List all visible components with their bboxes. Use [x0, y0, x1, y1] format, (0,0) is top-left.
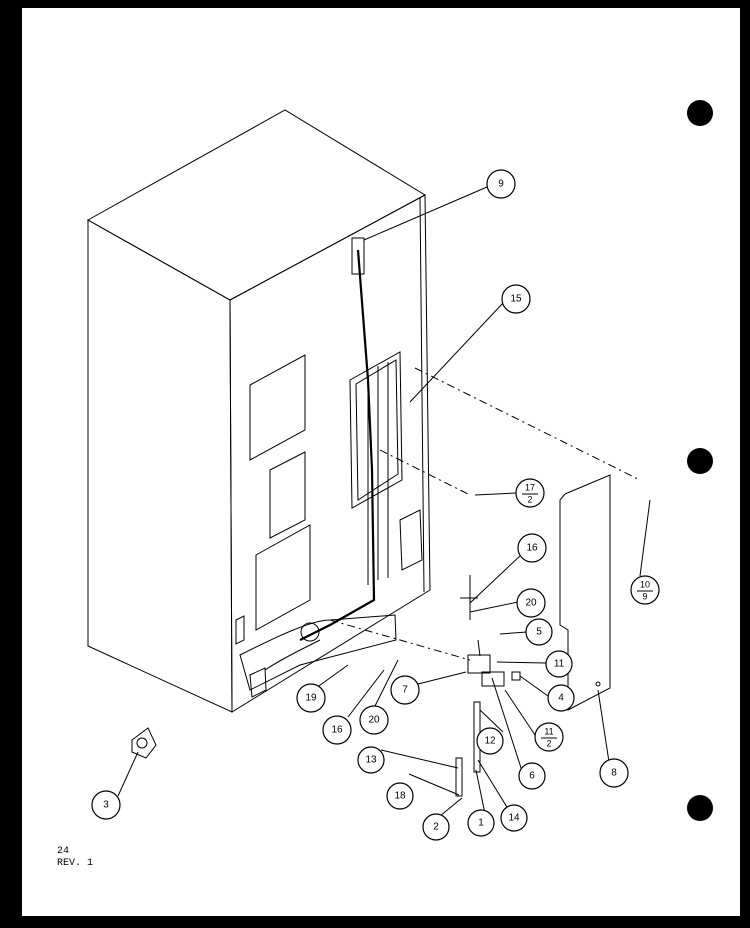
- callout-2: 2: [422, 813, 450, 841]
- callout-3: 3: [91, 790, 121, 820]
- svg-text:2: 2: [527, 494, 532, 504]
- leader-lines: [117, 186, 651, 817]
- svg-text:9: 9: [498, 179, 504, 190]
- callout-6: 6: [518, 762, 546, 790]
- callout-4: 4: [547, 684, 575, 712]
- svg-text:1: 1: [478, 818, 484, 829]
- binder-hole-bottom: [687, 795, 713, 821]
- callout-1: 1: [467, 809, 495, 837]
- svg-text:19: 19: [305, 693, 317, 704]
- svg-text:2: 2: [433, 822, 439, 833]
- callout-7: 7: [390, 675, 420, 705]
- callout-8: 8: [599, 758, 629, 788]
- callout-14: 14: [500, 804, 528, 832]
- revision-label: REV. 1: [57, 858, 94, 869]
- svg-text:8: 8: [611, 768, 617, 779]
- callout-13: 13: [357, 746, 385, 774]
- callout-11: 11: [545, 650, 573, 678]
- svg-text:18: 18: [394, 791, 406, 802]
- svg-text:17: 17: [525, 482, 535, 492]
- callout-19: 19: [296, 683, 326, 713]
- callout-20-upper: 20: [516, 588, 546, 618]
- svg-text:13: 13: [365, 755, 377, 766]
- assembly-line-screw: [379, 449, 471, 496]
- binder-hole-middle: [687, 448, 713, 474]
- callout-12: 12: [476, 727, 504, 755]
- svg-text:7: 7: [402, 685, 408, 696]
- callout-16-lower: 16: [322, 715, 352, 745]
- callout-20-lower: 20: [359, 705, 389, 735]
- assembly-line-panel: [414, 367, 641, 481]
- binder-hole-top: [687, 100, 713, 126]
- svg-text:15: 15: [510, 294, 522, 305]
- svg-text:4: 4: [558, 693, 564, 704]
- assembly-line-valve: [329, 619, 471, 661]
- svg-text:16: 16: [331, 725, 343, 736]
- svg-text:6: 6: [529, 771, 535, 782]
- callout-9: 9: [486, 169, 516, 199]
- svg-text:16: 16: [526, 543, 538, 554]
- svg-text:20: 20: [525, 598, 537, 609]
- panel-screw: [595, 681, 601, 687]
- callout-18: 18: [386, 782, 414, 810]
- svg-text:11: 11: [554, 659, 565, 670]
- svg-text:9: 9: [642, 591, 647, 601]
- svg-text:11: 11: [544, 726, 553, 736]
- rear-access-panel: [559, 474, 611, 711]
- callout-5: 5: [525, 618, 553, 646]
- svg-text:2: 2: [546, 738, 551, 748]
- callout-15: 15: [501, 284, 531, 314]
- callout-17-2: 17 2: [515, 478, 545, 508]
- svg-text:20: 20: [368, 715, 380, 726]
- svg-text:12: 12: [484, 736, 496, 747]
- callout-10-9: 10 9: [630, 575, 660, 605]
- callout-11-2: 11 2: [534, 722, 564, 752]
- page-number: 24: [57, 846, 70, 857]
- svg-text:14: 14: [508, 813, 520, 824]
- spare-valve-part: [131, 727, 157, 759]
- svg-text:5: 5: [536, 627, 542, 638]
- callout-16-upper: 16: [517, 533, 547, 563]
- svg-text:10: 10: [640, 579, 650, 589]
- refrigerator-cabinet: [86, 109, 431, 713]
- svg-text:3: 3: [103, 800, 109, 811]
